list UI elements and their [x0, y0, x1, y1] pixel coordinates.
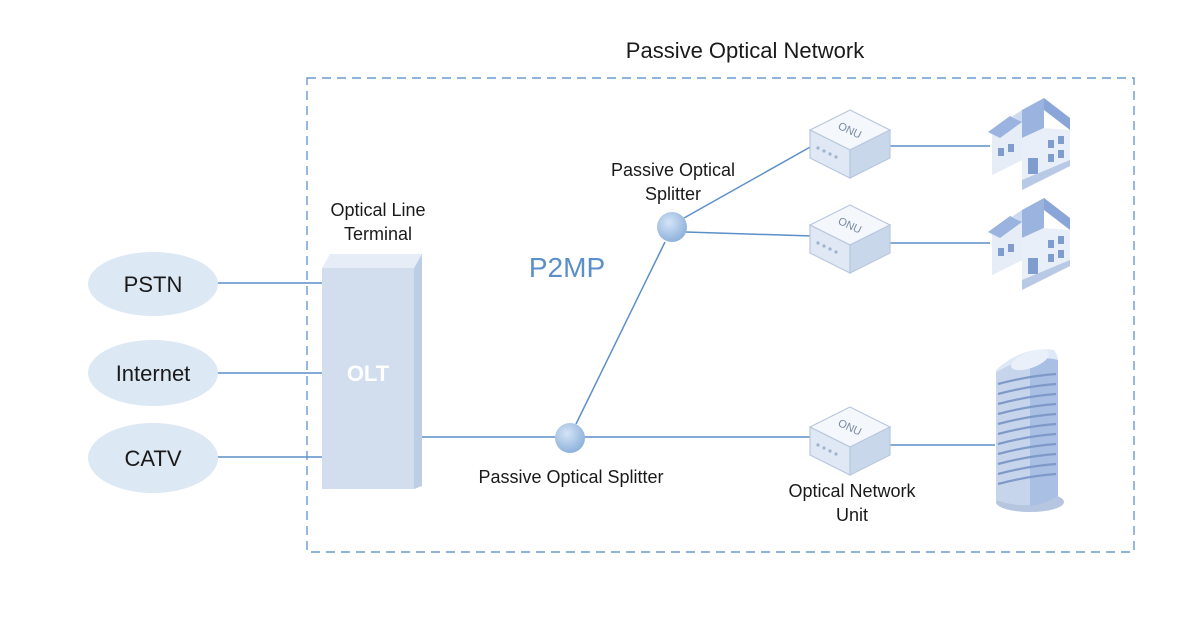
- source-internet: Internet: [88, 340, 218, 406]
- splitter-main: [555, 423, 585, 453]
- source-pstn-label: PSTN: [124, 272, 183, 297]
- olt-label: OLT: [347, 361, 390, 386]
- pon-boundary: [306, 77, 1135, 553]
- onu-caption-line1: Optical Network: [788, 481, 916, 501]
- splitter-secondary: [657, 212, 687, 242]
- onu-caption-line2: Unit: [836, 505, 868, 525]
- house-1-icon: [988, 98, 1070, 190]
- olt-device: OLT: [322, 254, 422, 489]
- splitter-secondary-label-line1: Passive Optical: [611, 160, 735, 180]
- link-splitter2-onu2: [685, 231, 813, 237]
- p2mp-label: P2MP: [529, 252, 605, 283]
- onu-1: ONU: [809, 109, 891, 179]
- diagram-title: Passive Optical Network: [626, 38, 865, 63]
- source-pstn: PSTN: [88, 252, 218, 316]
- source-catv: CATV: [88, 423, 218, 493]
- source-catv-label: CATV: [124, 446, 181, 471]
- links: [217, 145, 995, 458]
- splitter-secondary-label-line2: Splitter: [645, 184, 701, 204]
- olt-caption-line1: Optical Line: [330, 200, 425, 220]
- link-splitter2-onu1: [683, 145, 813, 219]
- splitter-main-label: Passive Optical Splitter: [478, 467, 663, 487]
- office-building-icon: [996, 349, 1064, 512]
- source-internet-label: Internet: [116, 361, 191, 386]
- onu-2: ONU: [809, 204, 891, 274]
- olt-caption-line2: Terminal: [344, 224, 412, 244]
- link-splitter-splitter2: [575, 241, 666, 425]
- house-2-icon: [988, 198, 1070, 290]
- onu-3: ONU: [809, 406, 891, 476]
